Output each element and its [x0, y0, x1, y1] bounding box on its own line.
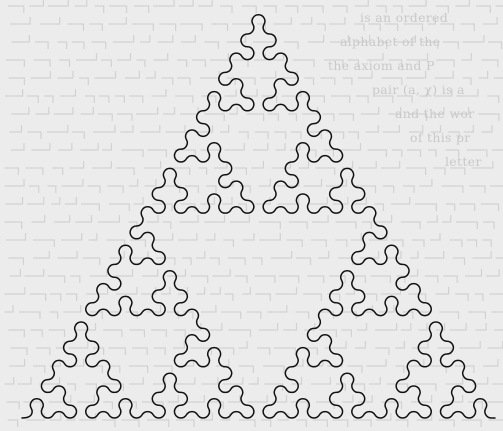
curve-path: [22, 15, 495, 418]
